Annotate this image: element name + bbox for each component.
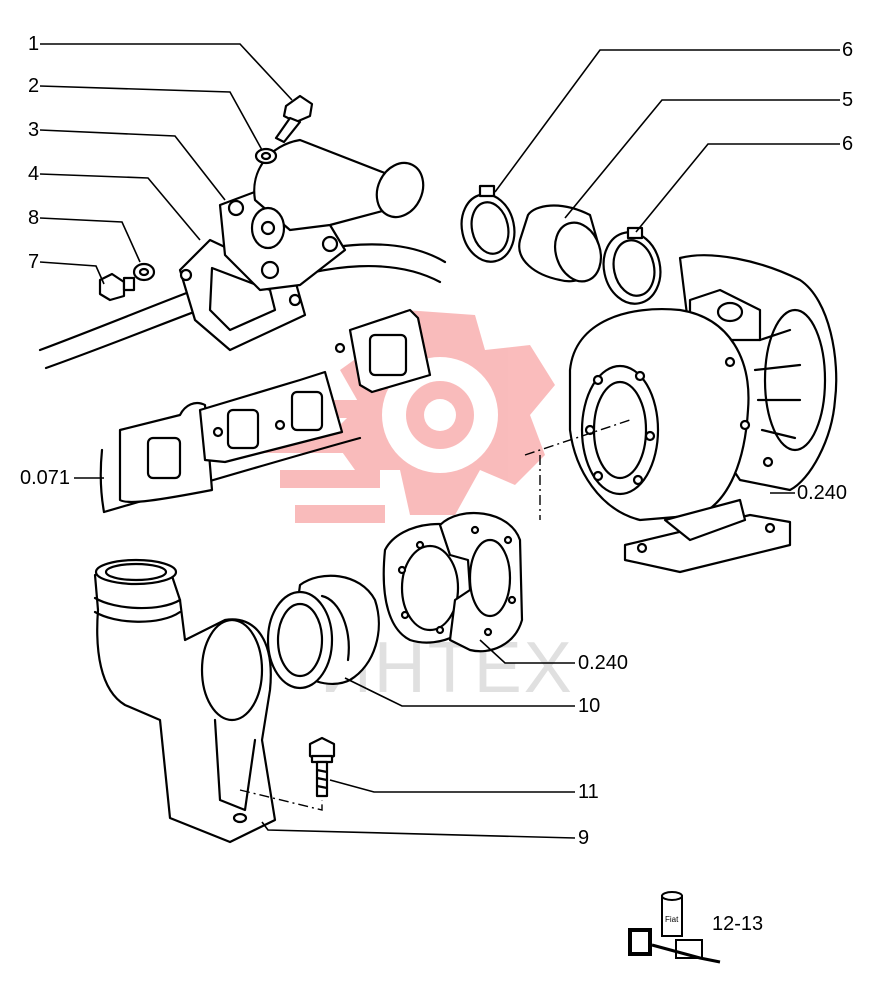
part-6-clamp-left <box>460 184 516 263</box>
callout-4: 4 <box>28 163 39 185</box>
part-5-sleeve <box>518 204 602 283</box>
callout-0071: 0.071 <box>20 467 70 489</box>
callout-6-lower: 6 <box>842 133 853 155</box>
callout-8: 8 <box>28 207 39 229</box>
callout-6-top: 6 <box>842 39 853 61</box>
axis-line-bolt <box>239 789 323 811</box>
part-11-bolt <box>308 736 336 798</box>
callout-1: 1 <box>28 33 39 55</box>
turbocharger <box>568 254 838 574</box>
callout-0240-gasket: 0.240 <box>578 652 628 674</box>
part-9-exhaust-elbow <box>93 558 277 844</box>
page-reference: 12-13 <box>712 913 763 935</box>
callout-3: 3 <box>28 119 39 141</box>
callout-11: 11 <box>578 781 599 803</box>
axis-line-turbo <box>524 419 631 456</box>
part-4-gasket <box>178 238 307 352</box>
fiat-parts-logo: Fiat <box>628 891 721 964</box>
callout-9: 9 <box>578 827 589 849</box>
manifold-gaskets <box>118 308 432 504</box>
exhaust-flange <box>438 511 524 653</box>
callout-5: 5 <box>842 89 853 111</box>
part-1-bolt <box>274 94 314 144</box>
callout-7: 7 <box>28 251 39 273</box>
part-6-clamp-right <box>602 226 662 305</box>
leader-lines <box>39 43 840 839</box>
part-3-elbow-pipe <box>218 138 425 292</box>
part-8-washer <box>132 262 156 282</box>
callout-2: 2 <box>28 75 39 97</box>
part-2-washer <box>254 147 278 165</box>
callout-0240-turbo: 0.240 <box>797 482 847 504</box>
part-7-bolt <box>98 272 136 302</box>
part-10-sleeve <box>266 574 380 690</box>
callout-10: 10 <box>578 695 600 717</box>
logo-box-text: Fiat <box>665 915 679 924</box>
